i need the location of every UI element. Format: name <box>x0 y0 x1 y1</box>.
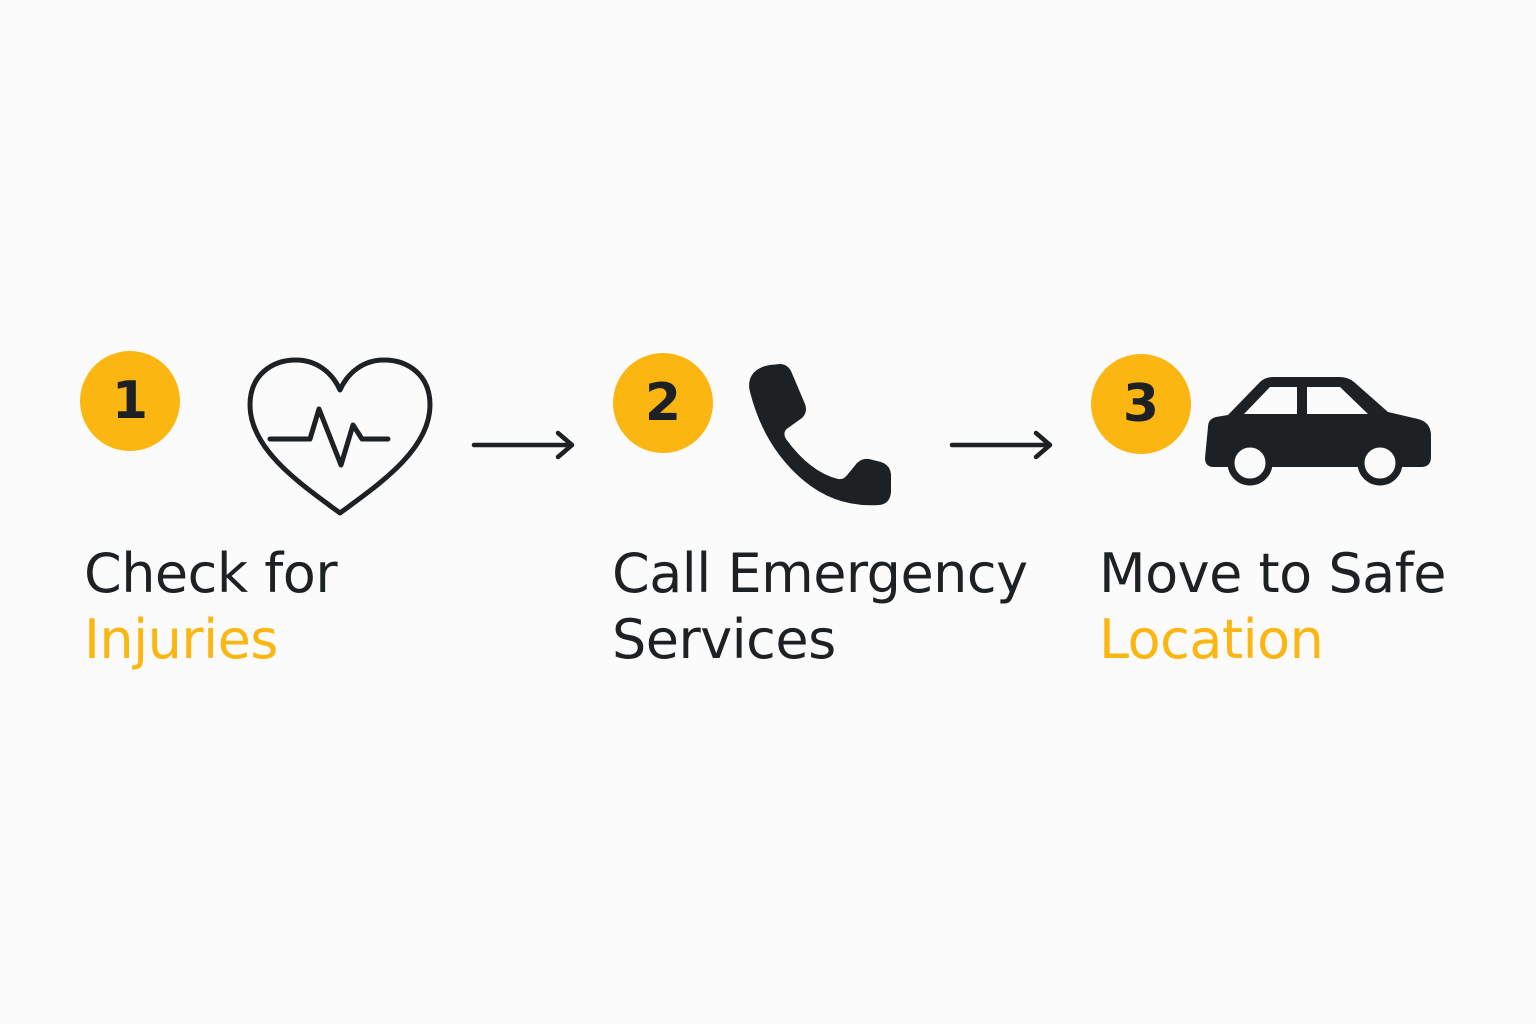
step-2-badge: 2 <box>613 353 713 453</box>
step-2-number: 2 <box>644 373 682 433</box>
step-1-number: 1 <box>111 371 149 431</box>
car-icon <box>1205 377 1431 486</box>
step-1-badge: 1 <box>80 351 180 451</box>
step-3-label-line2: Location <box>1099 608 1324 671</box>
step-3-number: 3 <box>1122 374 1160 434</box>
step-2-label-line1: Call Emergency <box>612 542 1028 605</box>
step-2-label-line2: Services <box>612 608 836 671</box>
step-2-label: Call Emergency Services <box>612 541 1028 673</box>
arrow-right-icon <box>471 430 575 460</box>
phone-icon <box>749 364 891 506</box>
arrow-right-icon <box>949 430 1053 460</box>
step-3-badge: 3 <box>1091 354 1191 454</box>
heart-pulse-icon <box>247 357 433 516</box>
step-1-label-line2: Injuries <box>84 608 278 671</box>
step-3-label-line1: Move to Safe <box>1099 542 1446 605</box>
step-1-label-line1: Check for <box>84 542 338 605</box>
step-1-label: Check for Injuries <box>84 541 338 673</box>
step-3-label: Move to Safe Location <box>1099 541 1446 673</box>
